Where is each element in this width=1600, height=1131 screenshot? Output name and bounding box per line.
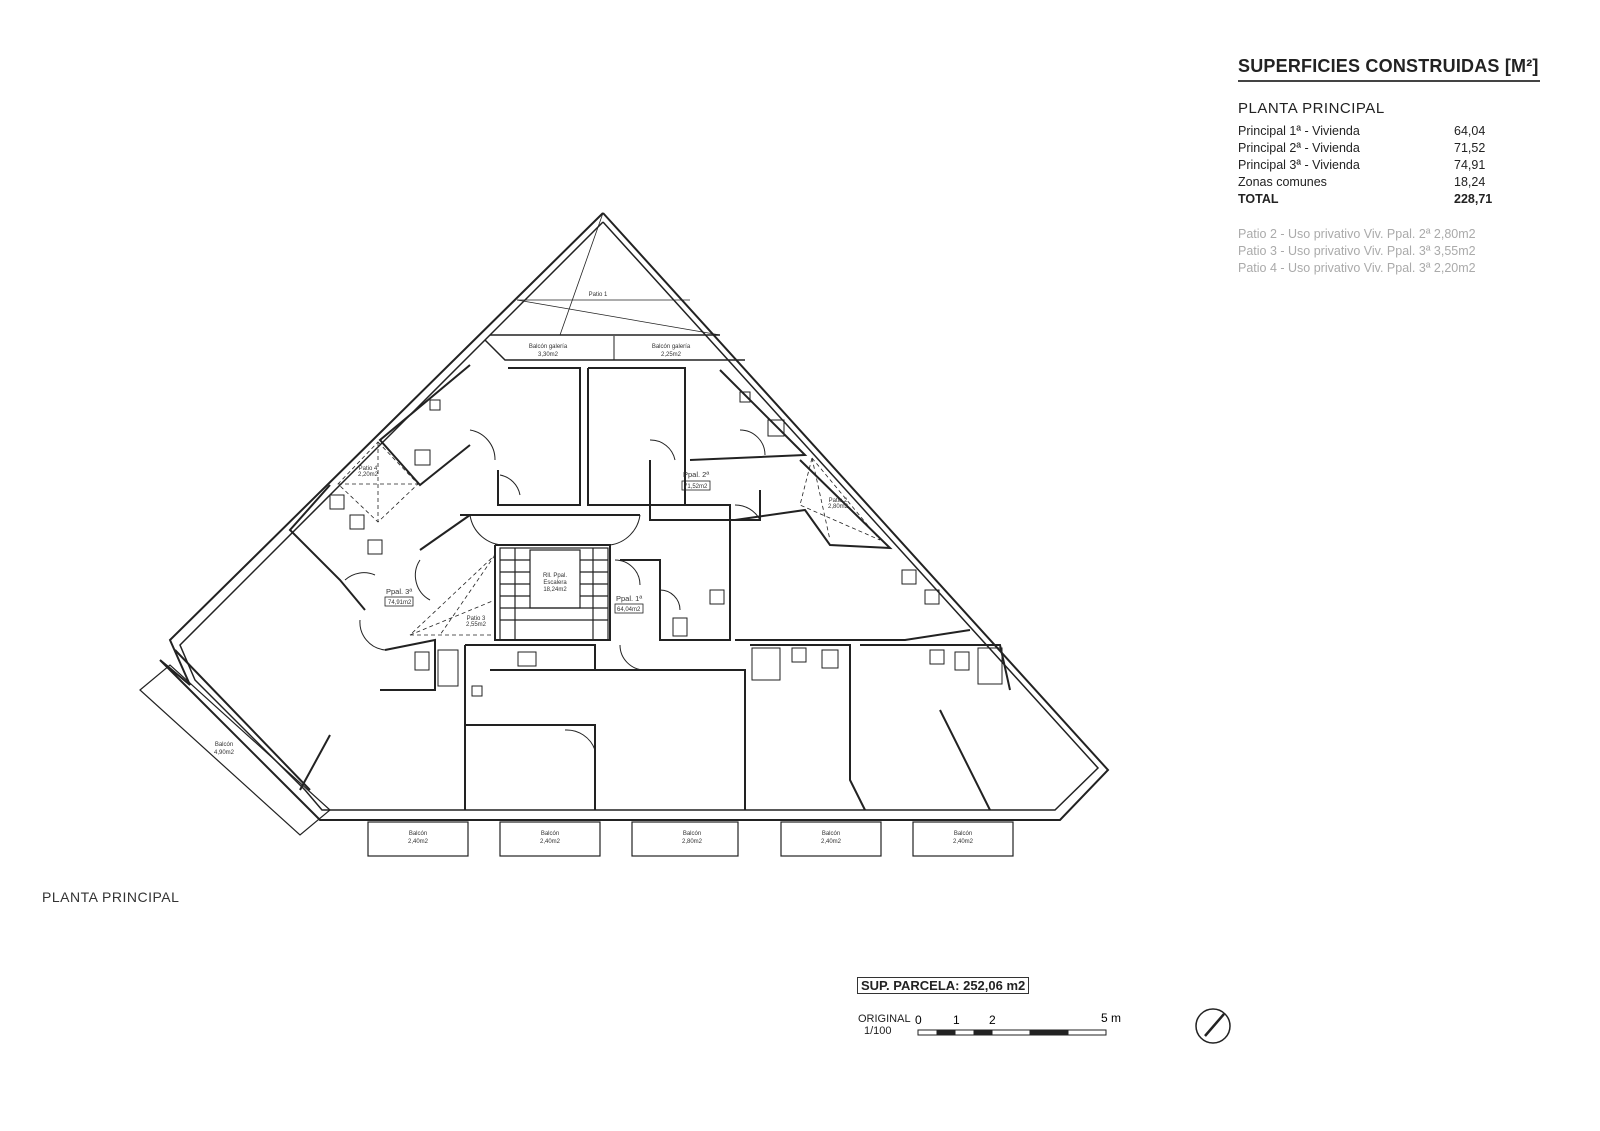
patio-1 xyxy=(490,212,721,336)
unit-area: 74,91m2 xyxy=(388,600,412,606)
table-title: SUPERFICIES CONSTRUIDAS [M²] xyxy=(1238,56,1540,82)
scale-bar xyxy=(917,1029,1107,1036)
scale-tick: 1 xyxy=(953,1013,960,1027)
balcony-label: Balcón xyxy=(954,831,972,837)
balconies xyxy=(139,664,1014,857)
room-label: Escalera xyxy=(543,580,567,586)
row-value: 18,24 xyxy=(1454,175,1486,189)
total-value: 228,71 xyxy=(1454,192,1493,206)
balcony-label: Balcón xyxy=(409,831,427,837)
balcony-area: 2,40m2 xyxy=(953,839,974,845)
room-area: 2,80m2 xyxy=(828,504,849,510)
table-subtitle: PLANTA PRINCIPAL xyxy=(1238,100,1385,117)
patio-note: Patio 3 - Uso privativo Viv. Ppal. 3ª 3,… xyxy=(1238,244,1476,258)
interior-walls xyxy=(174,364,1011,811)
room-area: 2,25m2 xyxy=(661,352,682,358)
row-label: Principal 2ª - Vivienda xyxy=(1238,141,1360,155)
room-area: 18,24m2 xyxy=(543,587,567,593)
balcony-label: Balcón xyxy=(822,831,840,837)
staircase xyxy=(499,547,609,641)
plan-title: PLANTA PRINCIPAL xyxy=(42,889,180,905)
total-label: TOTAL xyxy=(1238,192,1279,206)
scale-tick: 0 xyxy=(915,1013,922,1027)
room-label: Balcón galería xyxy=(529,344,568,350)
unit-area: 64,04m2 xyxy=(617,607,641,613)
scale-ratio: 1/100 xyxy=(864,1025,892,1037)
north-arrow-icon xyxy=(1195,1008,1231,1044)
row-label: Principal 3ª - Vivienda xyxy=(1238,158,1360,172)
balcony-area: 2,40m2 xyxy=(408,839,429,845)
balcony-label: Balcón xyxy=(541,831,559,837)
patio-note: Patio 2 - Uso privativo Viv. Ppal. 2ª 2,… xyxy=(1238,227,1476,241)
scale-tick: 5 m xyxy=(1101,1011,1122,1025)
surface-table: SUPERFICIES CONSTRUIDAS [M²] PLANTA PRIN… xyxy=(1238,56,1540,277)
scale-original: ORIGINAL xyxy=(858,1013,911,1025)
row-label: Zonas comunes xyxy=(1238,175,1327,189)
unit-label: Ppal. 2ª xyxy=(683,470,709,479)
room-label: Rll. Ppal. xyxy=(543,573,567,579)
galeria-walls xyxy=(484,339,745,361)
row-label: Principal 1ª - Vivienda xyxy=(1238,124,1360,138)
room-label: Balcón galería xyxy=(652,344,691,350)
parcel-area-box: SUP. PARCELA: 252,06 m2 xyxy=(857,977,1030,994)
room-label: Patio 3 xyxy=(467,616,486,622)
room-label: Patio 2 xyxy=(829,498,848,504)
balcony-area: 2,40m2 xyxy=(540,839,561,845)
table-total-row: TOTAL 228,71 xyxy=(1238,191,1540,208)
room-label: Patio 1 xyxy=(589,292,608,298)
table-row: Zonas comunes 18,24 xyxy=(1238,174,1540,191)
row-value: 74,91 xyxy=(1454,158,1486,172)
unit-label: Ppal. 1ª xyxy=(616,594,642,603)
balcony-area: 2,40m2 xyxy=(821,839,842,845)
doors xyxy=(344,429,766,751)
unit-area: 71,52m2 xyxy=(684,484,708,490)
patio-notes: Patio 2 - Uso privativo Viv. Ppal. 2ª 2,… xyxy=(1238,226,1540,277)
room-area: 2,20m2 xyxy=(358,472,379,478)
outer-wall xyxy=(159,212,1110,821)
room-area: 4,90m2 xyxy=(214,750,235,756)
room-label: Patio 4 xyxy=(359,466,378,472)
balcony-area: 2,80m2 xyxy=(682,839,703,845)
room-label: Balcón xyxy=(215,742,233,748)
room-area: 3,30m2 xyxy=(538,352,559,358)
patio-dashes xyxy=(337,441,881,636)
patio-note: Patio 4 - Uso privativo Viv. Ppal. 3ª 2,… xyxy=(1238,261,1476,275)
balcony-label: Balcón xyxy=(683,831,701,837)
table-row: Principal 3ª - Vivienda 74,91 xyxy=(1238,157,1540,174)
scale-label: ORIGINAL 1/100 xyxy=(858,1013,911,1037)
table-row: Principal 1ª - Vivienda 64,04 xyxy=(1238,123,1540,140)
bathroom-fixtures xyxy=(329,391,1003,697)
outer-wall-inner xyxy=(179,221,1100,811)
scale-tick: 2 xyxy=(989,1013,996,1027)
row-value: 64,04 xyxy=(1454,124,1486,138)
room-area: 2,55m2 xyxy=(466,622,487,628)
table-row: Principal 2ª - Vivienda 71,52 xyxy=(1238,140,1540,157)
row-value: 71,52 xyxy=(1454,141,1486,155)
unit-label: Ppal. 3ª xyxy=(386,587,412,596)
